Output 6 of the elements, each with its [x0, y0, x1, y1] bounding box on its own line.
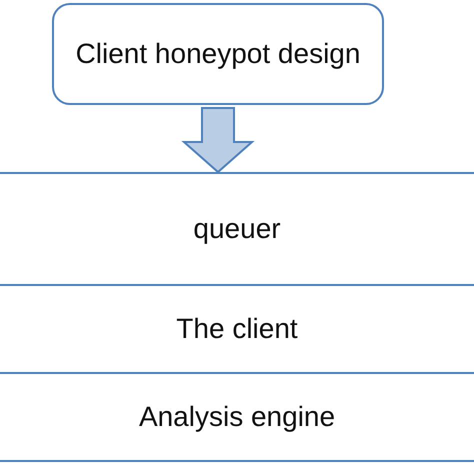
- node-label: The client: [176, 312, 298, 346]
- rounded-box: [52, 3, 384, 105]
- node-label: queuer: [193, 212, 281, 246]
- node-label: Client honeypot design: [76, 37, 360, 71]
- block-arrow: [181, 107, 255, 174]
- node-label: Analysis engine: [138, 400, 336, 434]
